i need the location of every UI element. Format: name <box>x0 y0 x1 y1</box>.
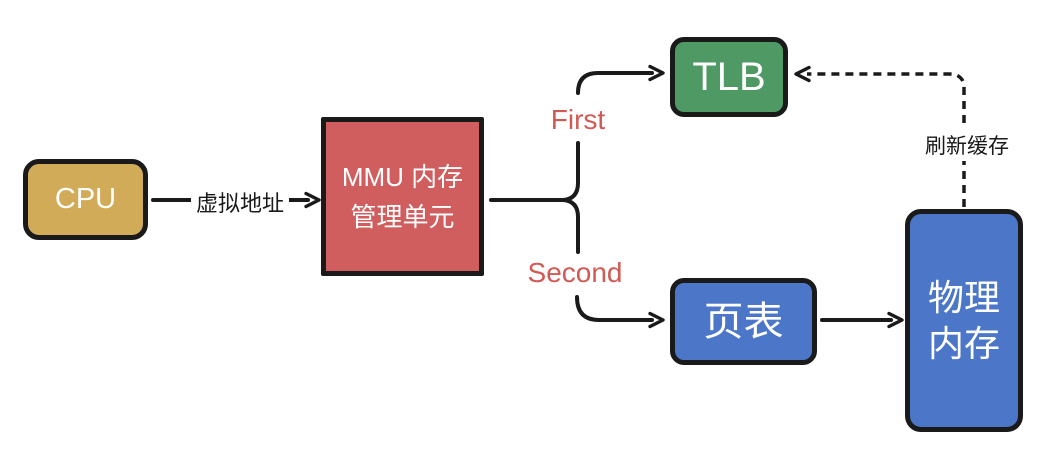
mmu-node: MMU 内存 管理单元 <box>321 117 484 276</box>
physical-memory-label-line2: 内存 <box>927 322 1000 364</box>
tlb-node: TLB <box>670 37 788 117</box>
refresh-cache-label: 刷新缓存 <box>920 129 1014 161</box>
mmu-label-line2: 管理单元 <box>350 201 455 232</box>
edge-second-to-pagetable <box>575 295 665 329</box>
split-brace <box>562 141 580 254</box>
edge-first-to-tlb <box>576 64 665 95</box>
cpu-label: CPU <box>54 182 117 215</box>
cpu-node: CPU <box>23 159 148 240</box>
page-table-label: 页表 <box>703 299 784 344</box>
mmu-label-line1: MMU 内存 <box>341 161 464 192</box>
second-path-label: Second <box>522 256 628 290</box>
physical-memory-label-line1: 物理 <box>927 276 1000 318</box>
first-path-label: First <box>545 103 611 137</box>
tlb-label: TLB <box>692 55 766 99</box>
physical-memory-node: 物理 内存 <box>905 209 1023 432</box>
page-table-node: 页表 <box>670 278 817 365</box>
edge-memory-to-tlb-dashed <box>794 65 966 207</box>
virtual-address-label: 虚拟地址 <box>190 185 290 219</box>
